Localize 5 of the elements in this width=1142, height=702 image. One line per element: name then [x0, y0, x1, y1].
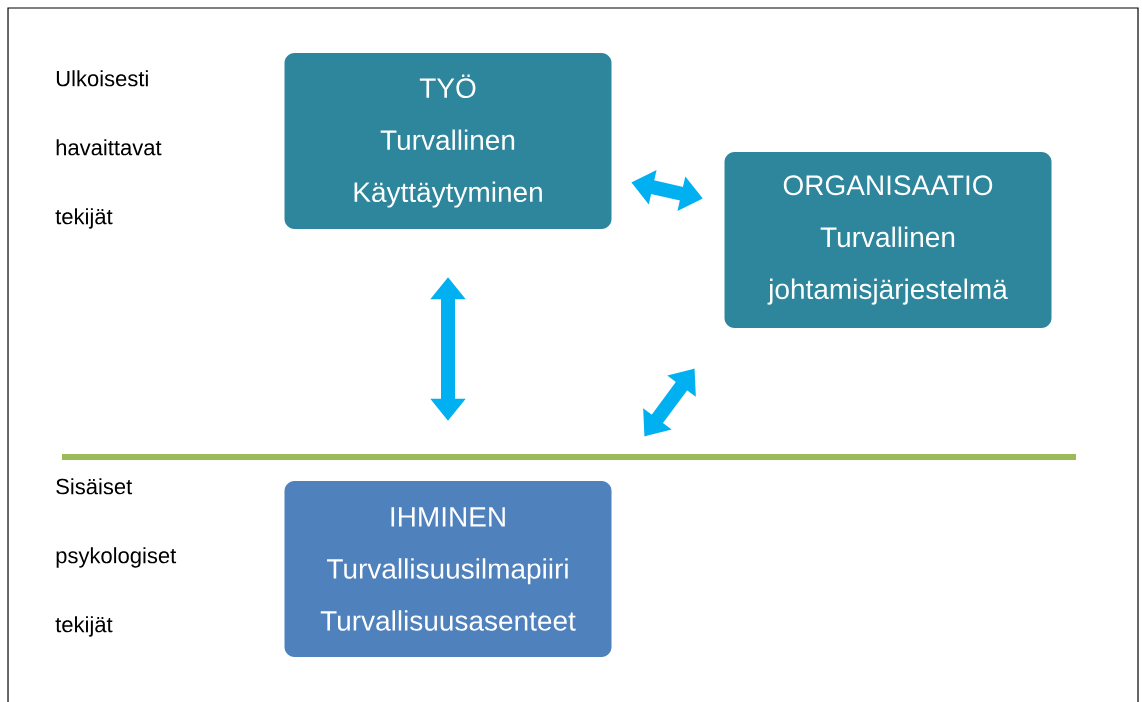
- side-label: Ulkoisesti havaittavat tekijät: [55, 70, 162, 229]
- side-label: Sisäiset psykologiset tekijät: [55, 478, 177, 637]
- process-box: IHMINEN Turvallisuusilmapiiri Turvallisuusasenteet: [284, 481, 612, 657]
- process-box: ORGANISAATIO Turvallinen johtamisjärjestelmä: [724, 152, 1052, 328]
- process-box: TYÖ Turvallinen Käyttäytyminen: [284, 53, 612, 229]
